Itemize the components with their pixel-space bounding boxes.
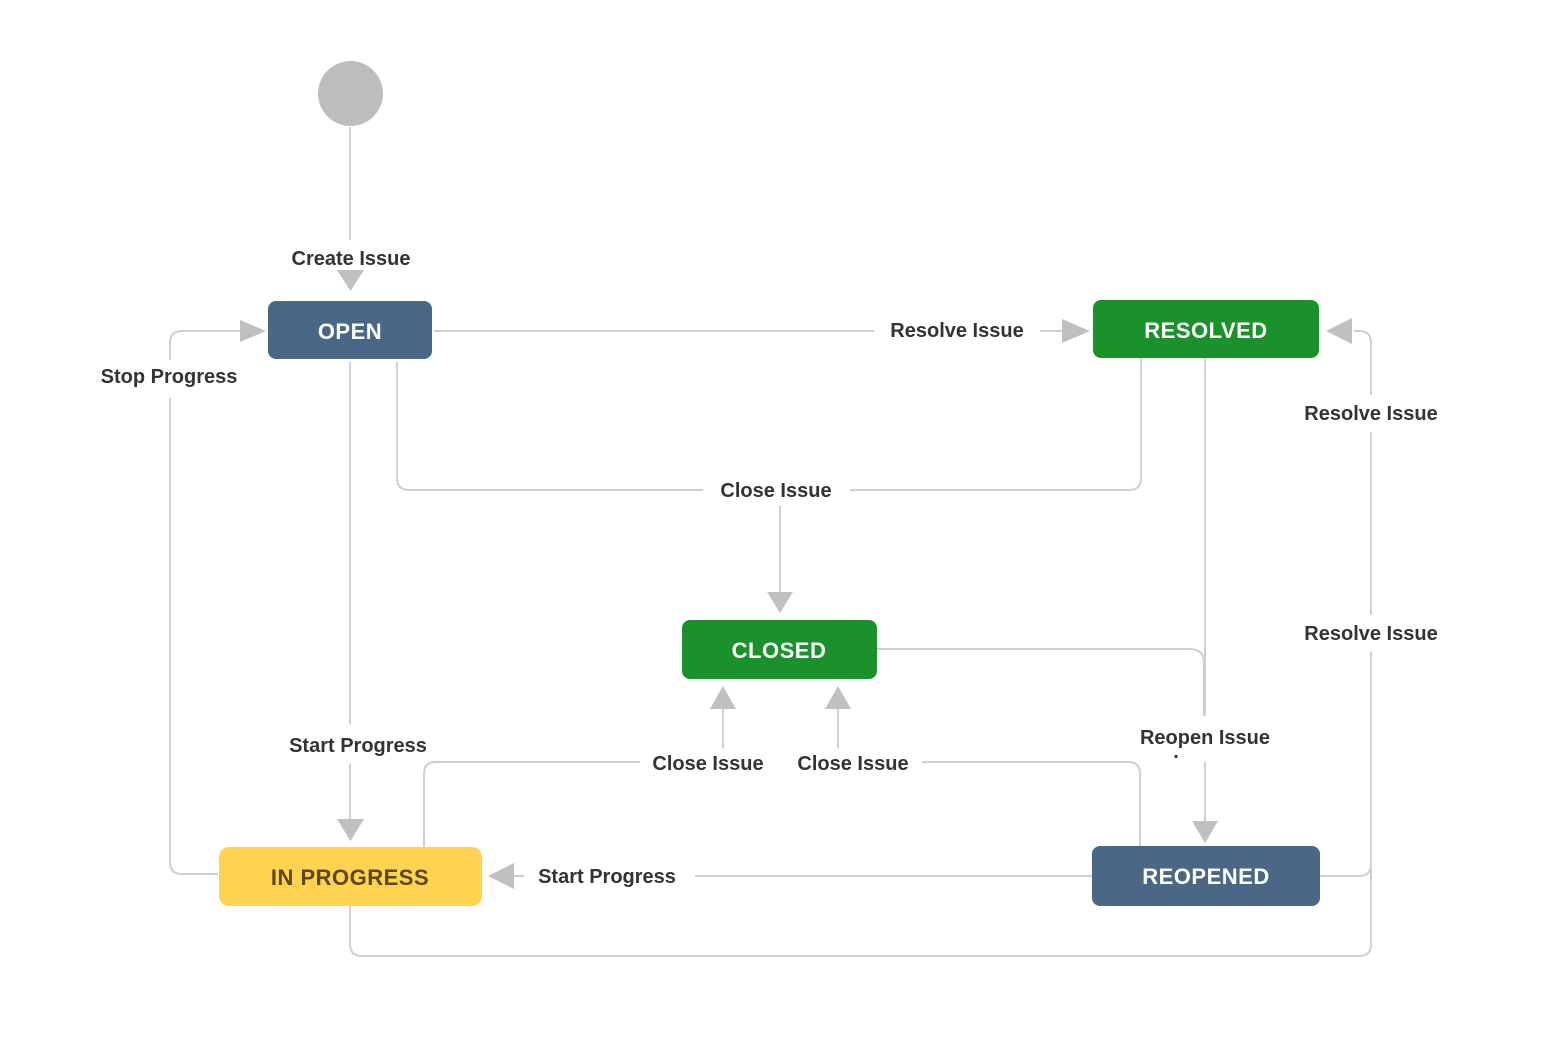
open-node-label: OPEN — [318, 319, 382, 344]
arrowhead-resolve-issue-into-resolved-right — [1326, 318, 1352, 344]
edge-resolve-issue-right-top-segment — [1354, 330, 1372, 395]
reopened-node-box[interactable] — [1092, 846, 1320, 906]
transition-label-start-progress-open: Start Progress — [289, 735, 427, 757]
transition-label-stop-progress: Stop Progress — [101, 366, 238, 388]
transition-label-reopen-issue: Reopen Issue — [1140, 727, 1270, 749]
transition-label-resolve-issue-top: Resolve Issue — [890, 320, 1023, 342]
transition-label-resolve-issue-right-upper: Resolve Issue — [1304, 403, 1437, 425]
arrowhead-close-issue-into-closed-top — [767, 592, 793, 613]
status-node-closed[interactable]: CLOSED — [682, 620, 877, 679]
resolved-node-label: RESOLVED — [1144, 318, 1267, 343]
arrowhead-start-progress-into-in-progress-right — [488, 863, 514, 889]
edge-stop-progress-lower — [169, 398, 218, 875]
closed-node-box[interactable] — [682, 620, 877, 679]
transition-label-create-issue: Create Issue — [292, 248, 411, 270]
transition-label-close-issue-mid: Close Issue — [720, 480, 831, 502]
edge-close-issue-from-resolved — [850, 358, 1142, 491]
arrowhead-close-issue-right-into-closed-bottom — [825, 686, 851, 709]
edge-close-issue-right-branch — [922, 761, 1141, 846]
edge-reopen-issue-from-closed — [877, 648, 1205, 716]
arrowhead-stop-progress-into-open — [240, 320, 266, 342]
arrowhead-start-progress-into-in-progress — [337, 819, 364, 841]
resolved-node-box[interactable] — [1093, 300, 1319, 358]
start-circle — [318, 61, 383, 126]
open-node-box[interactable] — [268, 301, 432, 359]
edge-resolve-issue-bottom-loop — [349, 652, 1372, 957]
in-progress-node-label: IN PROGRESS — [271, 865, 429, 890]
edge-lines — [169, 127, 1372, 957]
status-node-resolved[interactable]: RESOLVED — [1093, 300, 1319, 358]
transition-label-start-progress-reopened: Start Progress — [538, 866, 676, 888]
edge-close-issue-from-open — [396, 362, 703, 491]
in-progress-node-box[interactable] — [219, 847, 482, 906]
edge-arrowheads — [240, 270, 1352, 889]
arrowhead-create-issue-down — [337, 270, 364, 291]
status-node-open[interactable]: OPEN — [268, 301, 432, 359]
arrowhead-close-issue-left-into-closed-bottom — [710, 686, 736, 709]
start-node — [318, 61, 383, 126]
reopen-issue-dot: . — [1173, 741, 1179, 763]
edge-close-issue-left-branch — [423, 761, 640, 847]
edge-resolve-issue-from-reopened — [1320, 863, 1372, 877]
closed-node-label: CLOSED — [732, 638, 827, 663]
arrowhead-resolve-issue-into-resolved-left — [1062, 319, 1090, 343]
transition-label-close-issue-right: Close Issue — [797, 753, 908, 775]
transition-label-resolve-issue-right-lower: Resolve Issue — [1304, 623, 1437, 645]
status-node-reopened[interactable]: REOPENED — [1092, 846, 1320, 906]
arrowhead-reopen-issue-into-reopened — [1192, 821, 1218, 843]
edge-stop-progress-upper — [169, 330, 240, 360]
reopened-node-label: REOPENED — [1142, 864, 1269, 889]
status-node-in-progress[interactable]: IN PROGRESS — [219, 847, 482, 906]
transition-label-close-issue-left: Close Issue — [652, 753, 763, 775]
edge-labels: Create Issue Resolve Issue Stop Progress… — [101, 248, 1438, 888]
